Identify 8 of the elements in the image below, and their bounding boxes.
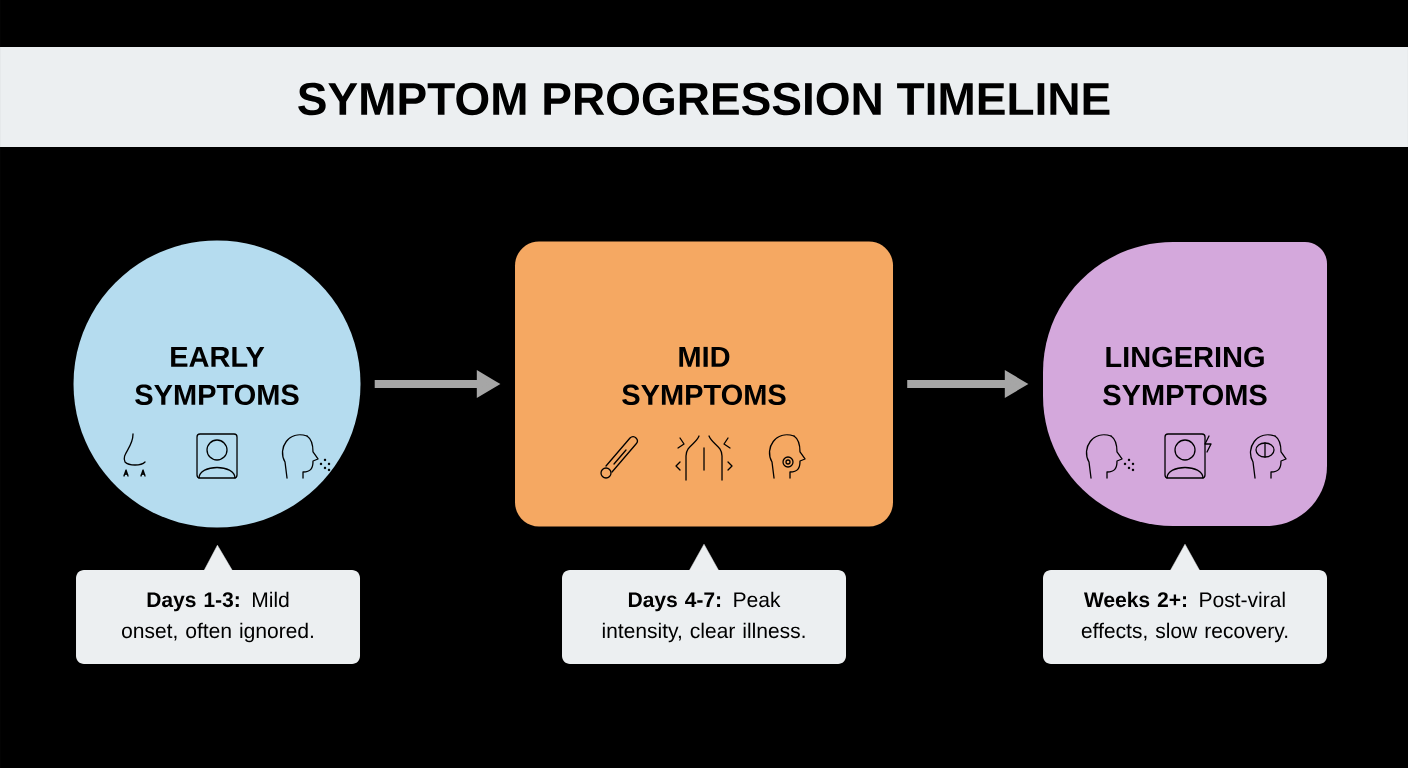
callout-pointer xyxy=(203,544,233,573)
callout-box: Days 1-3: Mild onset, often ignored. xyxy=(76,570,360,664)
symptom-box: MID SYMPTOMS xyxy=(515,241,893,527)
callout-pointer xyxy=(689,543,719,571)
callout-box: Days 4-7: Peak intensity, clear illness. xyxy=(562,570,846,664)
title-banner: SYMPTOM PROGRESSION TIMELINE xyxy=(0,47,1408,147)
callout-pointer xyxy=(1170,543,1200,571)
callout-box: Weeks 2+: Post-viral effects, slow recovery. xyxy=(1043,570,1327,664)
